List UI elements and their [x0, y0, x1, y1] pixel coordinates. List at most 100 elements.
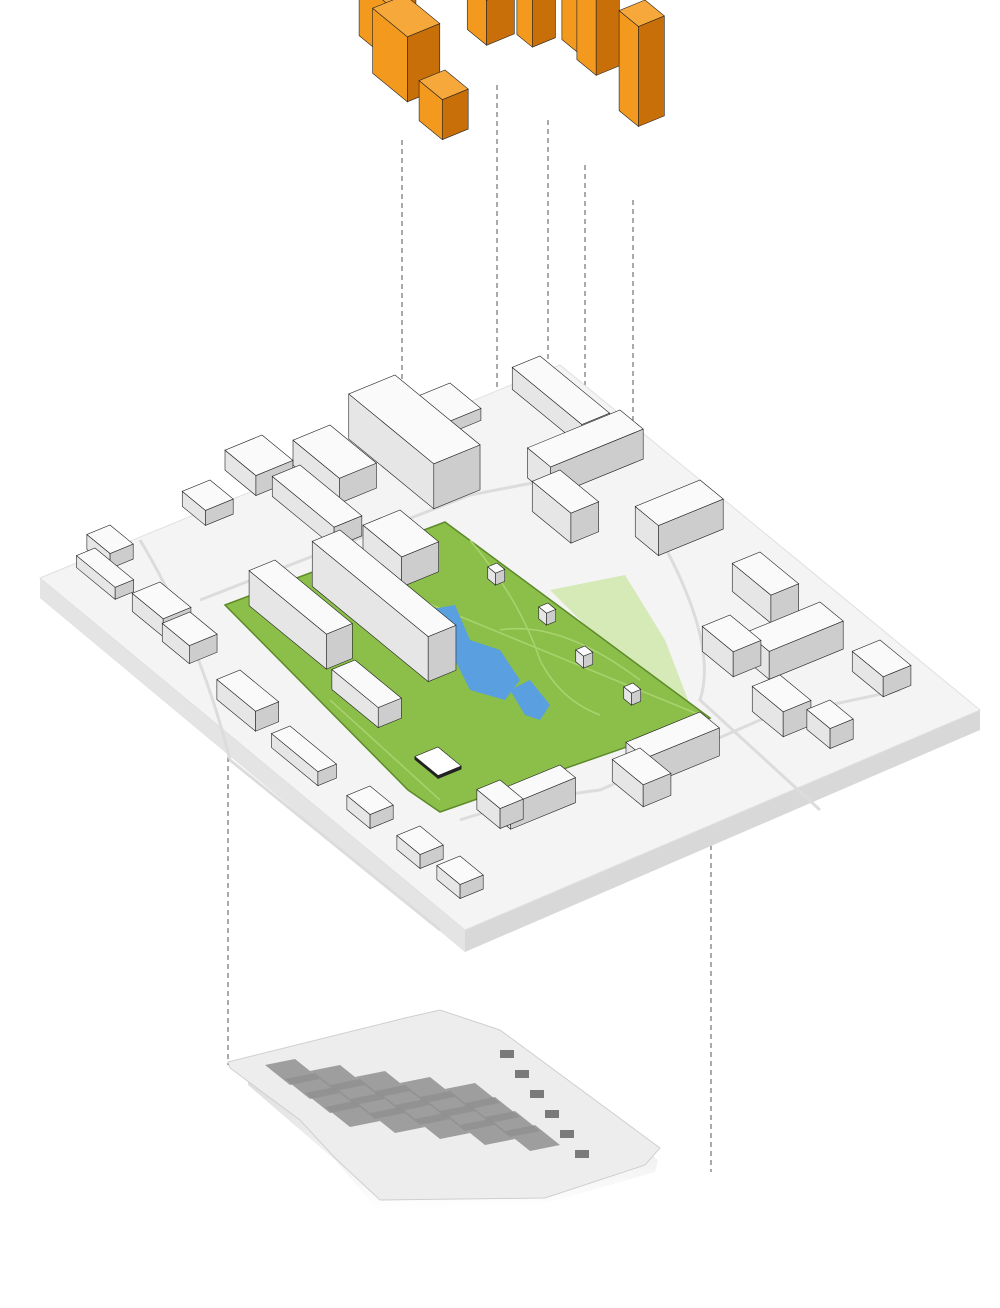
box-top: [271, 464, 363, 528]
parking-stalls: [265, 1050, 589, 1158]
box-top: [181, 479, 234, 511]
box-top: [634, 479, 724, 526]
box-top: [396, 825, 444, 855]
box-side-right: [486, 0, 515, 46]
parking-stall-row: [325, 1101, 380, 1127]
box-top: [270, 725, 337, 773]
box-top: [731, 551, 800, 596]
parking-stall: [515, 1070, 529, 1078]
tower-e: [516, 0, 556, 48]
tower-d: [466, 0, 515, 46]
villa-building: [575, 645, 594, 669]
parking-stall-row: [505, 1125, 560, 1151]
underground-parking: [227, 1009, 661, 1210]
context-building: [634, 479, 724, 557]
box-top: [476, 779, 524, 809]
context-building: [346, 785, 394, 830]
box-top: [618, 0, 665, 27]
parking-stall-row: [370, 1107, 425, 1133]
parking-stall: [545, 1110, 559, 1118]
box-top: [851, 639, 912, 678]
box-top: [346, 785, 394, 815]
box-top: [511, 355, 611, 425]
box-side-left: [466, 0, 487, 46]
box-top: [292, 424, 377, 479]
main-slab-building: [311, 529, 457, 683]
box-side-left: [516, 0, 533, 48]
context-building: [851, 639, 912, 698]
box-top: [248, 559, 353, 635]
box-top: [575, 645, 594, 657]
box-top: [526, 409, 644, 468]
context-building: [806, 699, 854, 750]
box-top: [806, 699, 854, 729]
box-top: [75, 547, 135, 588]
context-building: [611, 747, 672, 808]
site-model: [39, 355, 981, 952]
tower-g: [576, 0, 620, 76]
box-side-left: [576, 0, 597, 76]
park-extension: [550, 575, 690, 705]
context-building: [75, 547, 135, 600]
parking-stall-row: [415, 1113, 470, 1139]
proposed-towers: [358, 0, 665, 141]
context-building: [476, 779, 524, 830]
box-top: [487, 562, 506, 574]
parking-stall: [500, 1050, 514, 1058]
context-building: [436, 855, 484, 900]
tower-h: [618, 0, 665, 128]
box-top: [161, 611, 218, 646]
box-side-right: [595, 0, 620, 76]
context-building: [526, 409, 644, 498]
box-top: [362, 509, 440, 558]
box-side-left: [618, 9, 639, 128]
pond-2: [510, 680, 550, 720]
pavilion: [414, 746, 462, 780]
context-building: [531, 469, 600, 544]
site-base-front: [40, 578, 465, 952]
context-building: [181, 479, 234, 527]
villa-building: [623, 682, 642, 706]
site-building: [362, 509, 440, 588]
context-building: [216, 669, 280, 732]
site-buildings: [248, 509, 642, 780]
box-top: [311, 529, 457, 637]
box-top: [331, 659, 402, 708]
context-building: [270, 725, 337, 787]
context-building: [701, 614, 762, 678]
box-side-left: [561, 0, 582, 56]
context-building: [396, 825, 444, 870]
parking-stall: [530, 1090, 544, 1098]
parking-stall-row: [460, 1119, 515, 1145]
box-top: [538, 602, 557, 614]
box-top: [701, 614, 762, 653]
box-top: [745, 601, 844, 652]
context-building: [348, 374, 481, 510]
park-paths: [329, 539, 701, 801]
context-building: [731, 551, 800, 624]
tower-c: [418, 69, 469, 141]
box-top: [224, 434, 294, 476]
box-top: [751, 674, 812, 713]
low-building: [331, 659, 402, 729]
slab-building: [248, 559, 353, 670]
parking-stall: [560, 1130, 574, 1138]
context-building: [161, 611, 218, 665]
villa-building: [538, 602, 557, 626]
context-buildings: [75, 355, 912, 900]
box-top: [372, 0, 441, 38]
parking-stall: [575, 1150, 589, 1158]
box-top: [611, 747, 672, 786]
box-top: [414, 746, 462, 776]
context-building: [751, 674, 812, 738]
box-side-right: [532, 0, 556, 48]
villa-building: [487, 562, 506, 586]
box-top: [623, 682, 642, 694]
box-top: [418, 69, 469, 101]
box-top: [131, 581, 192, 620]
box-top: [348, 374, 481, 465]
box-top: [531, 469, 600, 514]
box-top: [436, 855, 484, 885]
box-top: [86, 524, 134, 554]
box-side-right: [638, 15, 665, 127]
